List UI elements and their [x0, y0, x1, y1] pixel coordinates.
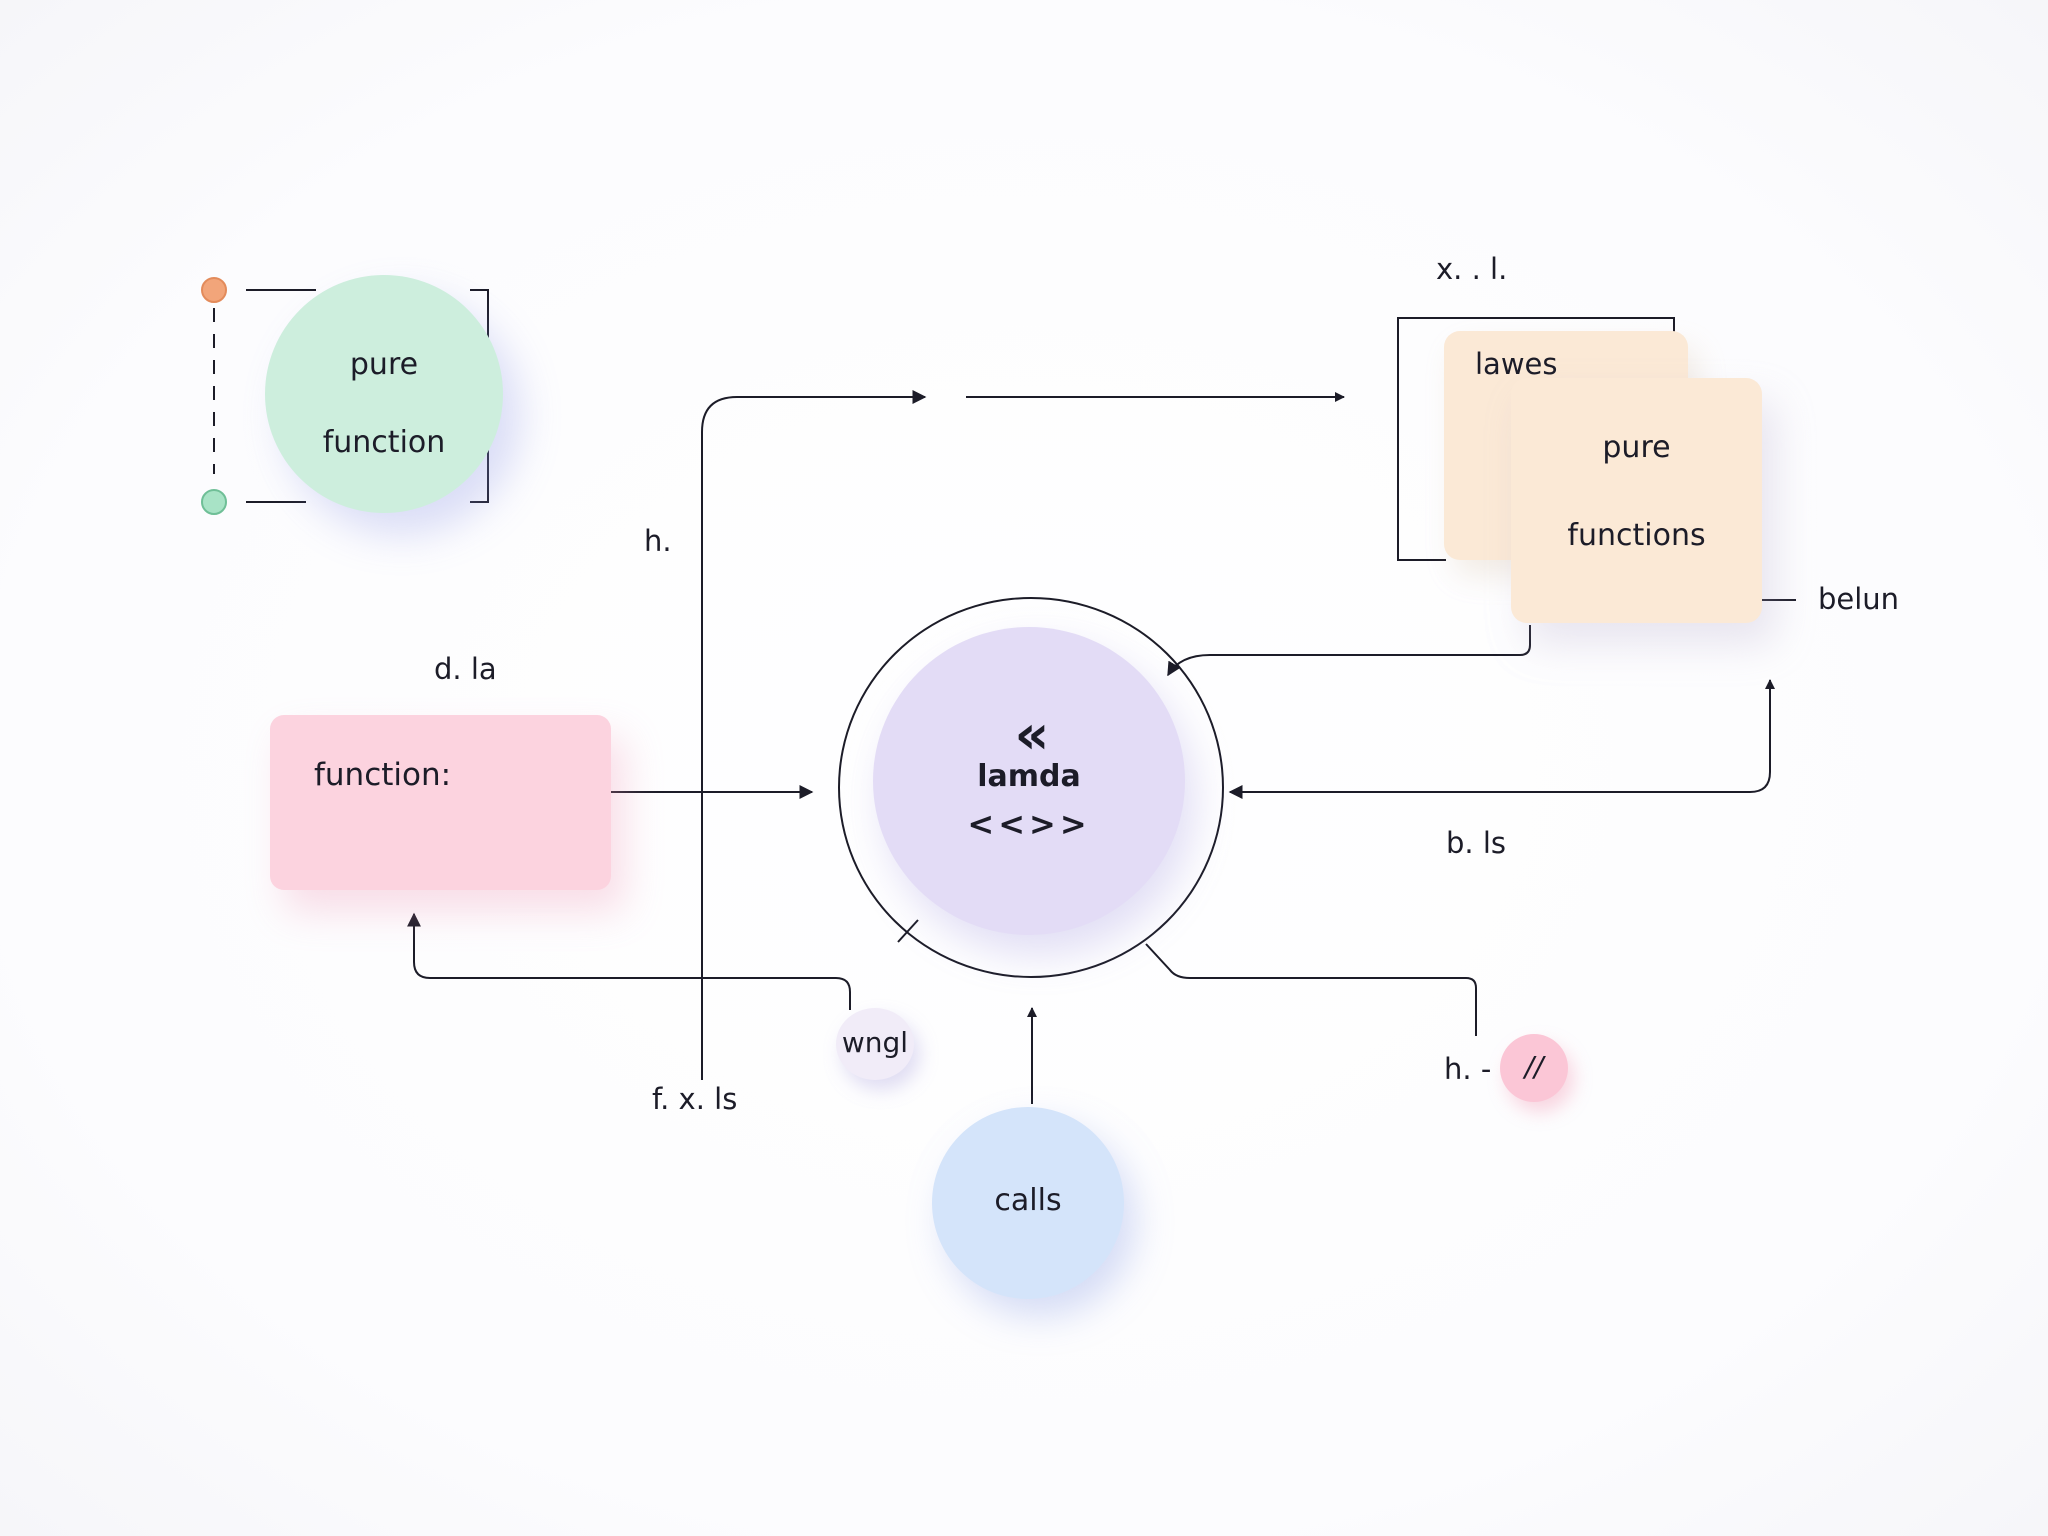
lamda-label: lamda [977, 759, 1081, 794]
cards-bracket [1397, 317, 1675, 561]
calls-node[interactable]: calls [932, 1107, 1124, 1299]
slash-badge[interactable]: // [1500, 1034, 1568, 1102]
connector-cards-to-lamda [1167, 625, 1531, 677]
wngl-badge[interactable]: wngl [836, 1008, 914, 1080]
label-belun: belun [1818, 582, 1900, 616]
green-port-dot[interactable] [201, 489, 227, 515]
calls-label: calls [994, 1183, 1062, 1218]
connector-lamda-to-badge [1145, 943, 1477, 1036]
slash-label: // [1524, 1050, 1544, 1083]
pure-functions-line2: functions [1567, 518, 1706, 553]
pure-function-line2: function [322, 425, 446, 460]
lamda-node[interactable]: « lamda <<>> [873, 627, 1185, 935]
wngl-label: wngl [841, 1026, 909, 1059]
pure-functions-card[interactable]: pure functions [1511, 378, 1762, 623]
label-f-x-ls: f. x. ls [652, 1082, 738, 1116]
lawes-card-label: lawes [1475, 347, 1558, 381]
pure-functions-line1: pure [1602, 430, 1671, 465]
connector-wngl-to-function [407, 912, 851, 1010]
function-node[interactable]: function: [270, 715, 611, 890]
label-d-la: d. la [434, 652, 497, 686]
label-x-l: x. . l. [1436, 252, 1508, 286]
label-h: h. [644, 524, 672, 558]
lamda-ring [838, 597, 1224, 978]
label-b-ls: b. ls [1446, 826, 1507, 860]
chevrons-left-icon: « [1014, 703, 1050, 766]
connector-up-right [701, 390, 927, 1080]
label-h-dash: h. - [1444, 1052, 1492, 1086]
pure-function-line1: pure [349, 347, 419, 382]
orange-port-dot[interactable] [201, 277, 227, 303]
connector-right-loop [1228, 679, 1775, 799]
function-node-label: function: [314, 757, 452, 793]
lamda-code: <<>> [967, 805, 1091, 843]
pure-function-node[interactable]: pure function [265, 275, 503, 513]
